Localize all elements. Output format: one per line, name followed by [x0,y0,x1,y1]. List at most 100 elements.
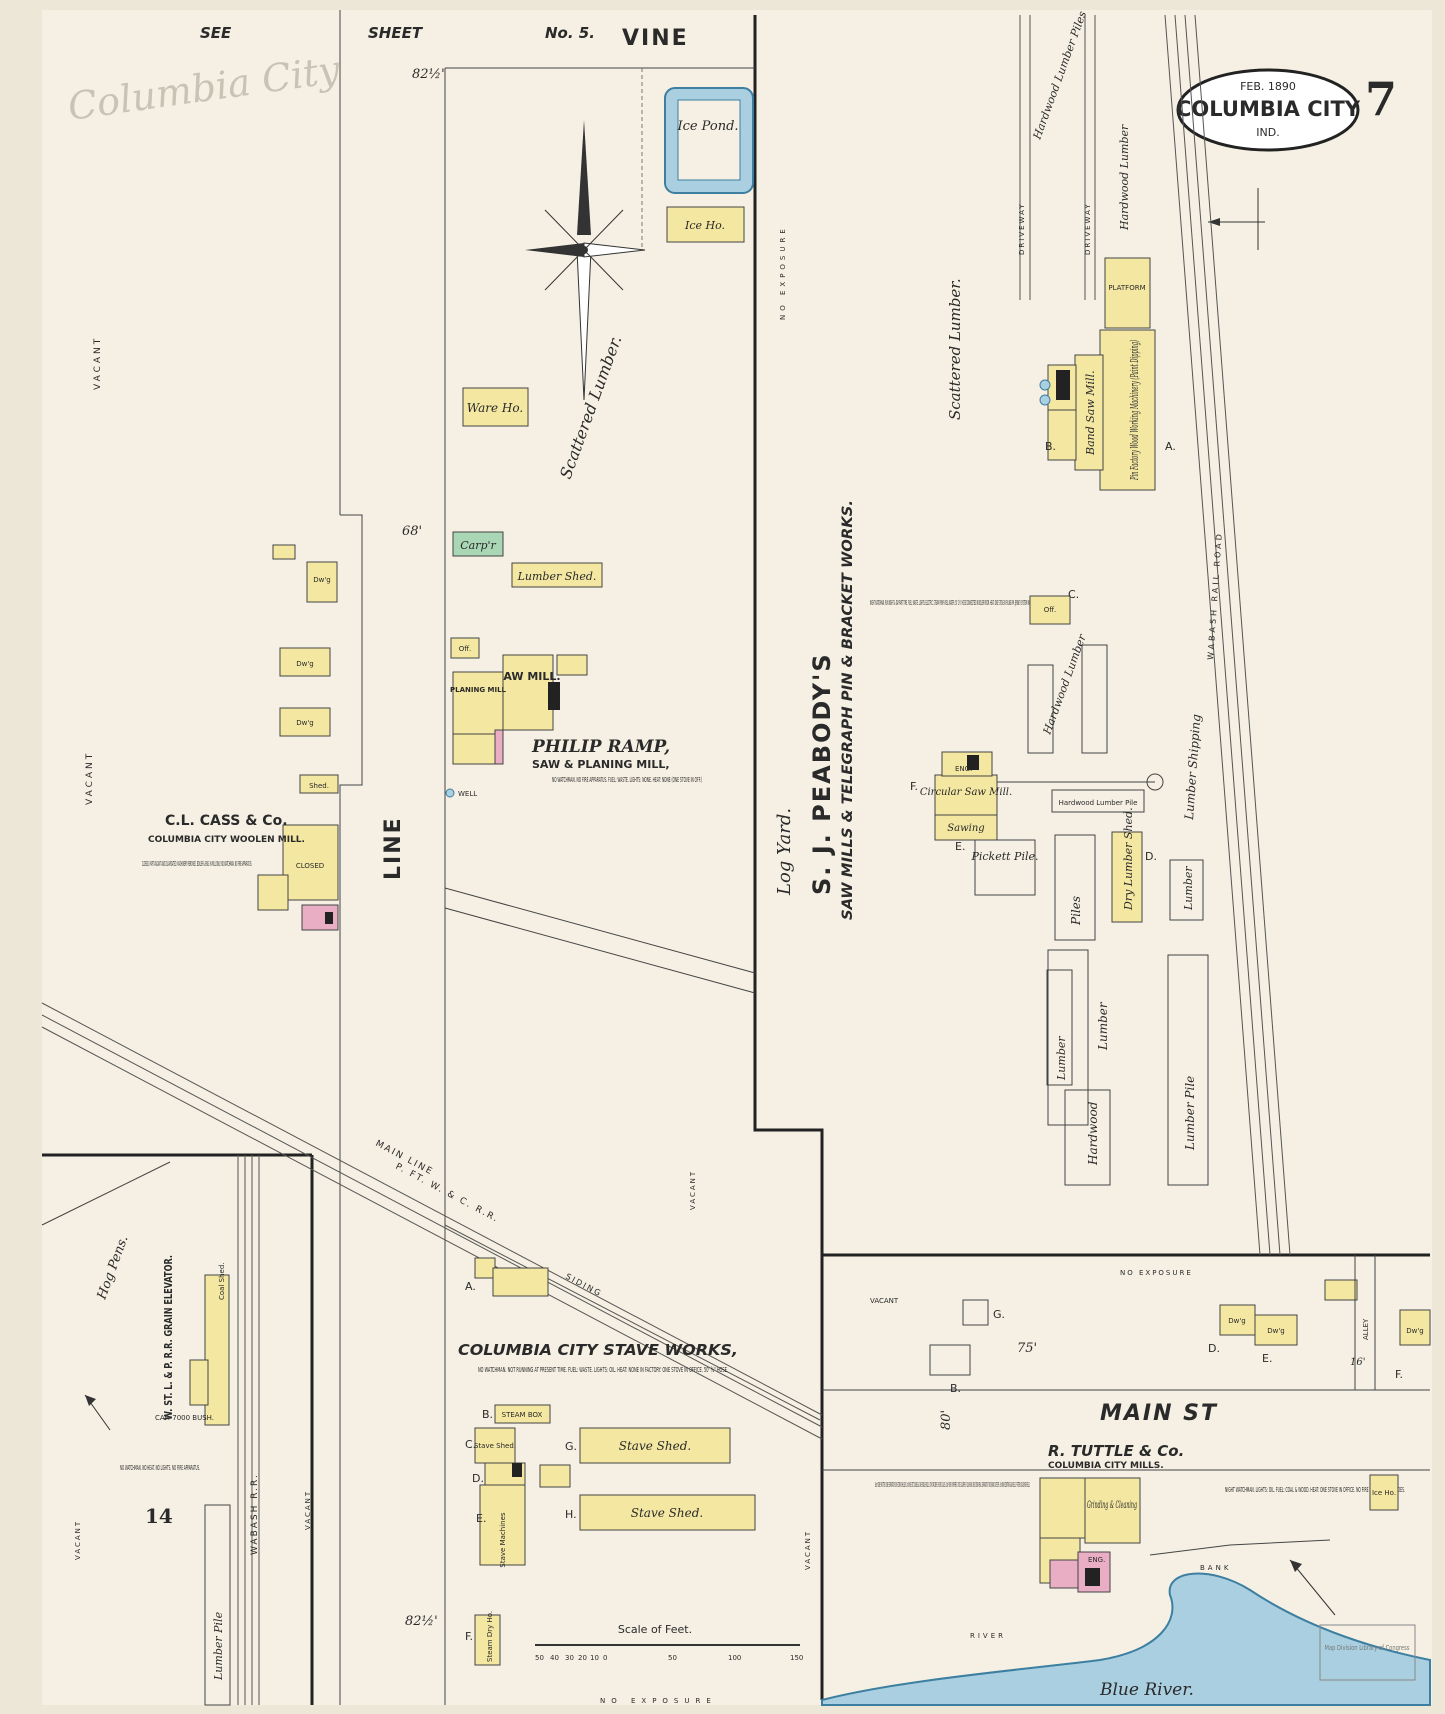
vacant-sw-2: VACANT [304,1490,312,1530]
stave-works-notes: NO WATCHMAN. NOT RUNNING AT PRESENT TIME… [478,1366,728,1374]
peabody-office-label: Off. [1044,606,1057,614]
grinding-label: Grinding & Cleaning [1087,1500,1137,1511]
mill-boiler [1085,1568,1100,1586]
no-exposure-vertical: NO EXPOSURE [779,225,787,320]
width-main-80: 80' [939,1410,954,1430]
line-street-label: LINE [381,816,406,880]
coal-shed-elevator-label: Coal Shed. [218,1263,226,1301]
stave-shed-h-label: Stave Shed. [631,1506,703,1520]
wabash-rr-sw [237,1155,260,1705]
small-shed-1 [272,544,296,560]
vine-street-label: VINE [622,26,689,51]
peabody-sub: SAW MILLS & TELEGRAPH PIN & BRACKET WORK… [840,500,856,920]
letter-c-stave: C. [465,1438,476,1451]
map-city: COLUMBIA CITY [1176,97,1361,121]
letter-b-main: B. [950,1382,961,1395]
stave-machines [479,1484,526,1566]
saw-mill-engine [548,682,560,710]
header-see: SEE [200,24,232,42]
hardwood-lumber-pile-strip [1051,789,1145,813]
vacant-west-top: VACANT [93,336,103,390]
ramp-well-label: WELL [458,790,477,798]
letter-e-stave: E. [476,1512,486,1525]
dwelling-main-3 [1399,1309,1431,1346]
hardwood-pile [1064,1089,1111,1186]
piles-1 [1054,834,1096,941]
main-street-label: MAIN ST [1100,1401,1218,1426]
header-sheet: SHEET [368,24,424,42]
elevator-capacity: CAP. 7000 BUSH. [155,1414,214,1422]
saw-mill [502,654,554,731]
letter-e-peabody: E. [955,840,965,853]
vacant-center: VACANT [689,1170,697,1210]
shed-main [1324,1279,1358,1301]
band-saw-tank-2 [1039,394,1051,406]
cass-notes: CLOSED. PART VACANT AND DILAPIDATED. MAC… [142,860,252,868]
pin-factory-label: Pin Factory Wood Working Machinery (Pain… [1128,340,1141,480]
band-saw-boiler [1056,370,1070,400]
planing-mill-annex [452,733,499,765]
lumber-pile-east-label: Lumber Pile [1183,1076,1197,1151]
stave-weigh-shed [492,1267,549,1297]
scale-tick: 50 [535,1654,544,1662]
lumber-label-1: Lumber [1055,1036,1068,1081]
lumber-label-2: Lumber [1096,1001,1110,1051]
dwelling-main-1-label: Dw'g [1228,1317,1245,1325]
letter-d-stave: D. [472,1472,484,1485]
building-g [962,1299,989,1326]
pickett-pile-label: Pickett Pile. [970,850,1038,863]
title-cartouche: FEB. 1890 COLUMBIA CITY IND. [1176,68,1361,152]
circular-saw-mill-label: Circular Saw Mill. [920,787,1012,798]
driveway-label-1: DRIVEWAY [1018,202,1026,255]
sawing-room-label: Sawing [947,823,984,834]
blue-river [821,1572,1431,1706]
line-street-west [339,514,363,1705]
library-stamp: Map Division Library of Congress [1319,1624,1416,1681]
lot-line-diagonal-2 [444,907,756,994]
hog-pen-line [41,1161,171,1226]
pftw-main-line [41,1002,823,1440]
stave-boiler [512,1463,522,1477]
scale-tick: 10 [590,1654,599,1662]
pile-3 [1046,969,1073,1086]
tuttle-sub: COLUMBIA CITY MILLS. [1048,1461,1164,1471]
grinding-cleaning [1084,1477,1141,1544]
hardwood-lumber-pile-label: Hardwood Lumber Pile [1059,799,1138,807]
letter-e-main: E. [1262,1352,1272,1365]
building-b-main [929,1344,971,1376]
letter-c-peabody: C. [1068,588,1079,601]
piles-2 [1047,949,1089,1126]
wabash-rr-label: WABASH R.R. [250,1473,260,1555]
mill-coal-room [1049,1559,1081,1589]
stave-shed-c-label: Stave Shed. [474,1442,516,1450]
dwelling-main-2-label: Dw'g [1267,1327,1284,1335]
peabody-boiler [967,755,979,770]
driveway-label-2: DRIVEWAY [1084,202,1092,255]
letter-d-main: D. [1208,1342,1220,1355]
letter-g-main: G. [993,1308,1005,1321]
scattered-lumber-label-2: Scattered Lumber. [946,278,964,420]
tuttle-ice-house [1369,1474,1399,1511]
pile-1 [1027,664,1054,754]
lumber-pile-east [1167,954,1209,1186]
peabody-engine-label: ENG. [955,765,972,773]
steam-box-label: STEAM BOX [502,1411,543,1419]
carpenter-shop [452,531,504,557]
peabody-name: S. J. PEABODY'S [808,652,836,895]
letter-f-stave: F. [465,1630,473,1643]
blue-river-label: Blue River. [1099,1680,1194,1700]
north-arrow-sw [84,1394,111,1431]
dwelling-3-label: Dw'g [296,719,313,727]
carpenter-shop-label: Carp'r [460,539,496,552]
ramp-name: PHILIP RAMP, [531,737,670,757]
bank-label: BANK [1200,1564,1231,1572]
pin-factory [1099,329,1156,491]
hardwood-label: Hardwood [1086,1101,1100,1166]
tuttle-machinery: Bas't ONE SMUTTER. ONE SEPARATOR. ONE CO… [875,1481,1030,1489]
shed-west-label: Shed. [309,782,329,790]
lot-line-diagonal-1 [444,887,756,974]
log-yard-label: Log Yard. [774,808,795,896]
map-date: FEB. 1890 [1240,80,1296,93]
lumber-pile-sw-label: Lumber Pile [212,1611,225,1681]
platform [1104,257,1151,329]
